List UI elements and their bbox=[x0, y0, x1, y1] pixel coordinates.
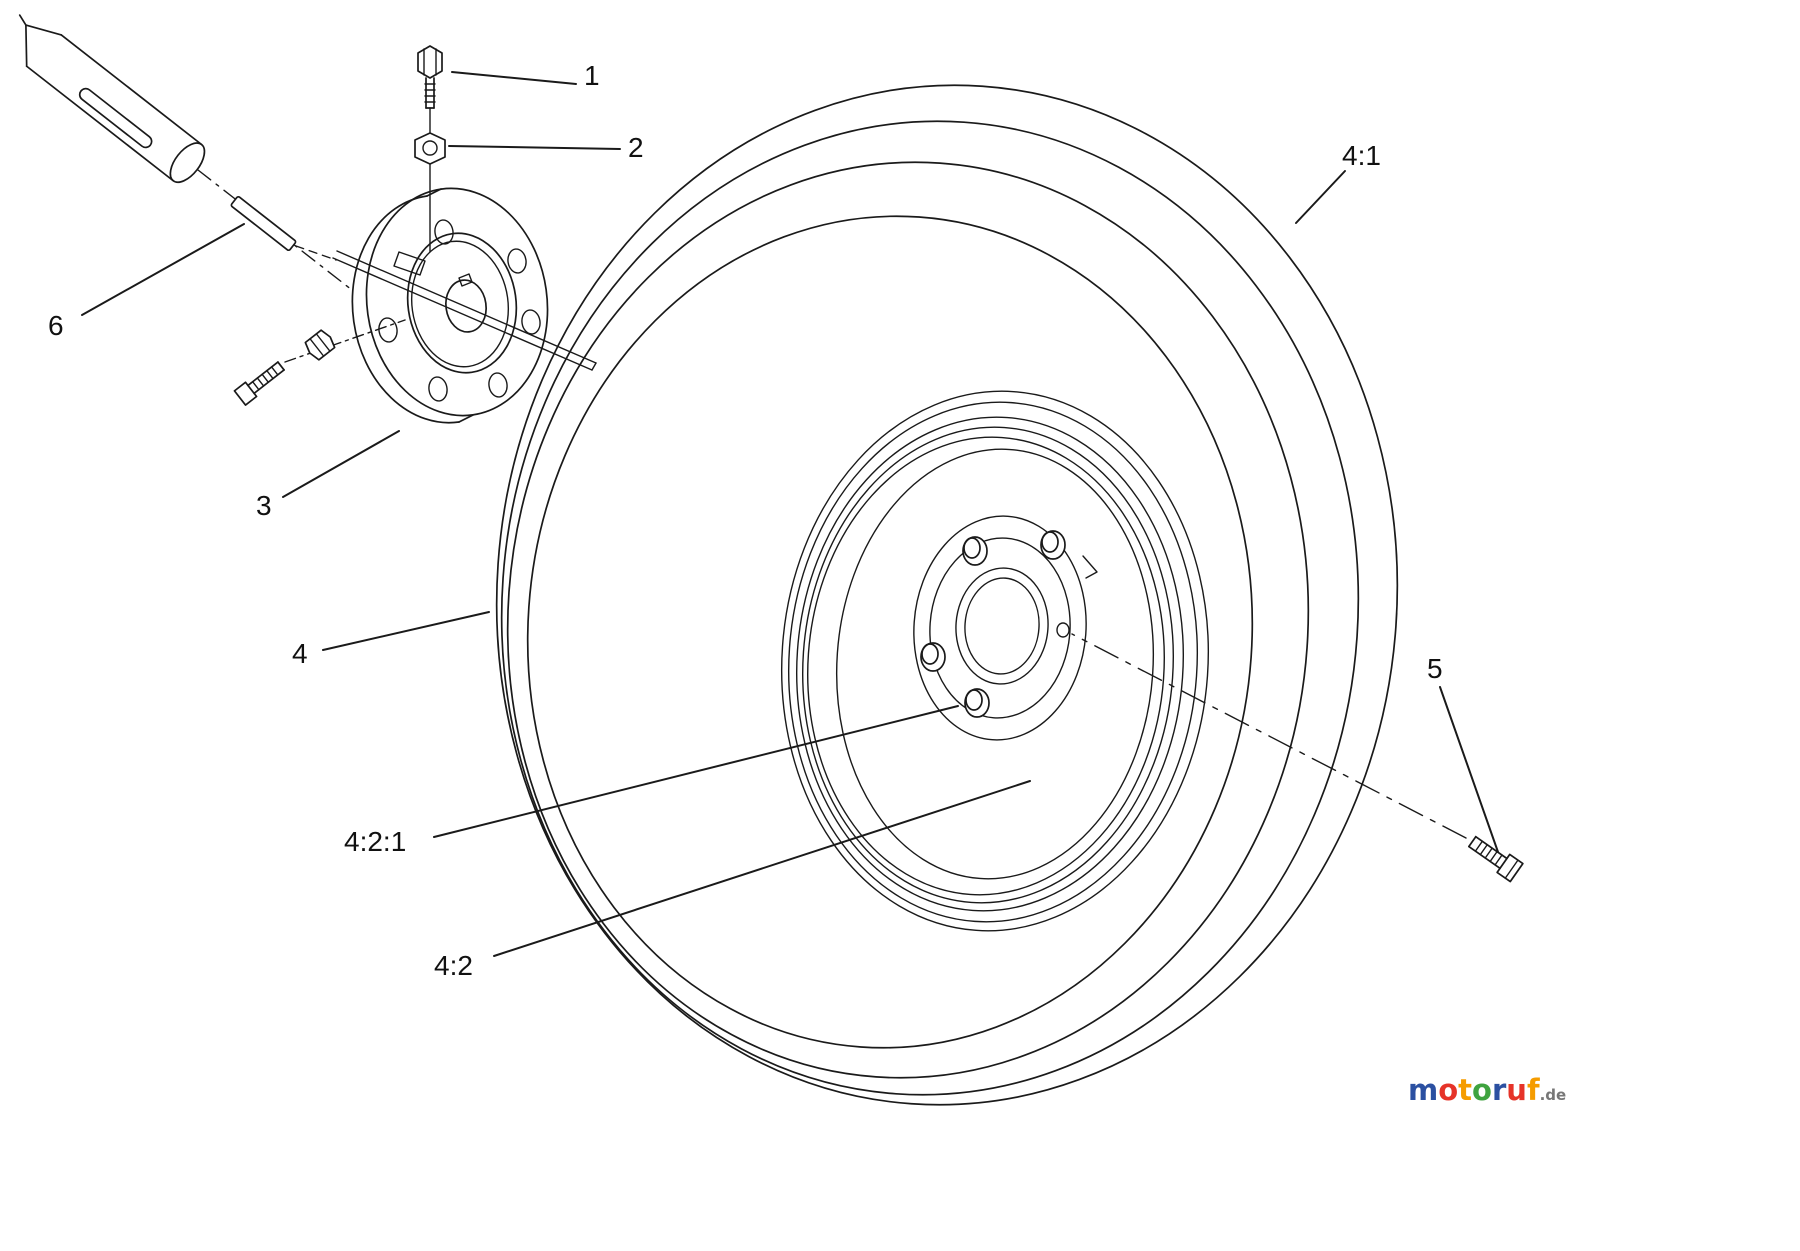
hex-nut-2 bbox=[414, 132, 446, 165]
shaft-keyway-slot bbox=[78, 87, 153, 149]
tire bbox=[495, 84, 1399, 1106]
logo-letter: f bbox=[1526, 1073, 1540, 1107]
set-screw-axis bbox=[284, 319, 406, 363]
logo-letter: u bbox=[1506, 1073, 1527, 1107]
callout-label-4-2: 4:2 bbox=[434, 950, 473, 981]
hub-flange bbox=[351, 187, 549, 424]
lug-bolt bbox=[962, 536, 988, 566]
callout-label-4: 4 bbox=[292, 638, 308, 669]
set-screw-nut bbox=[304, 329, 336, 361]
leader-4 bbox=[322, 611, 490, 651]
callout-label-2: 2 bbox=[628, 132, 644, 163]
leader-4-2 bbox=[493, 780, 1031, 957]
hub-axis-hole bbox=[1056, 622, 1070, 638]
leader-5 bbox=[1439, 686, 1499, 853]
leader-3 bbox=[282, 430, 400, 498]
logo-letter: t bbox=[1458, 1073, 1473, 1107]
lug-bolts bbox=[920, 530, 1066, 718]
hex-bolt-1 bbox=[417, 45, 443, 253]
axle-shaft bbox=[18, 14, 206, 184]
logo-letter: o bbox=[1438, 1073, 1459, 1107]
callout-label-1: 1 bbox=[584, 60, 600, 91]
leader-2 bbox=[448, 145, 621, 150]
leader-4-2-1 bbox=[433, 705, 959, 838]
valve-stem bbox=[1082, 555, 1098, 579]
logo-letter: m bbox=[1408, 1073, 1439, 1107]
leader-1 bbox=[451, 71, 577, 85]
callout-label-3: 3 bbox=[256, 490, 272, 521]
flange-bolt-holes bbox=[378, 219, 541, 402]
bolt5-axis bbox=[1071, 633, 1467, 839]
lug-bolt bbox=[1040, 530, 1066, 560]
leader-6 bbox=[81, 223, 245, 316]
callout-label-6: 6 bbox=[48, 310, 64, 341]
logo-suffix: .de bbox=[1539, 1086, 1567, 1104]
lug-bolt bbox=[964, 688, 990, 718]
callout-label-4-1: 4:1 bbox=[1342, 140, 1381, 171]
set-screw bbox=[233, 361, 285, 406]
callout-label-5: 5 bbox=[1427, 653, 1443, 684]
logo-letter: r bbox=[1491, 1073, 1507, 1107]
lug-bolt bbox=[920, 642, 946, 672]
motoruf-logo[interactable]: motoruf.de bbox=[1408, 1076, 1566, 1105]
callout-label-4-2-1: 4:2:1 bbox=[344, 826, 407, 857]
logo-letter: o bbox=[1472, 1073, 1492, 1107]
leader-4-1 bbox=[1295, 170, 1346, 224]
axis-lines bbox=[197, 169, 353, 291]
flange-slot bbox=[393, 251, 426, 276]
bore-keyway bbox=[458, 273, 473, 287]
axle-rod bbox=[332, 250, 597, 371]
square-key bbox=[230, 195, 297, 252]
wheel-rim bbox=[780, 390, 1210, 932]
hex-bolt-5 bbox=[1468, 835, 1524, 883]
leader-lines bbox=[81, 71, 1499, 957]
